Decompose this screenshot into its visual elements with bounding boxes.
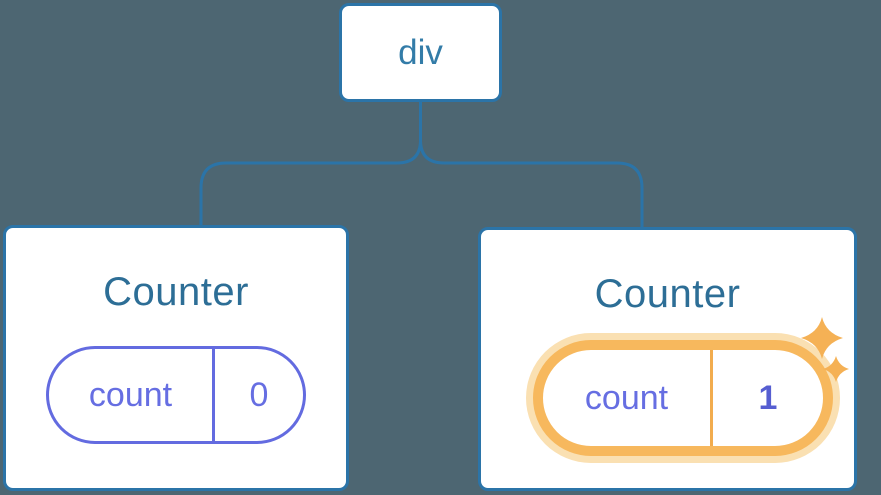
state-pill: count 1 <box>533 340 833 456</box>
state-key-label: count <box>584 378 669 417</box>
state-key-cell: count <box>543 350 710 446</box>
counter-card-right: Counter count 1 <box>478 227 857 491</box>
root-node-label: div <box>398 32 443 72</box>
connector-right-branch <box>419 100 644 229</box>
state-value-cell: 0 <box>212 349 303 441</box>
state-value: 0 <box>249 375 269 414</box>
state-value: 1 <box>758 378 778 417</box>
root-node: div <box>339 3 502 102</box>
state-pill: count 0 <box>46 346 306 444</box>
connector-left-branch <box>199 100 422 227</box>
state-key-label: count <box>88 375 173 414</box>
card-title: Counter <box>594 272 741 316</box>
counter-card-left: Counter count 0 <box>3 225 349 491</box>
state-value-cell: 1 <box>710 350 823 446</box>
state-key-cell: count <box>49 349 212 441</box>
card-title: Counter <box>103 270 249 314</box>
state-pill-highlight: count 1 <box>526 333 840 463</box>
